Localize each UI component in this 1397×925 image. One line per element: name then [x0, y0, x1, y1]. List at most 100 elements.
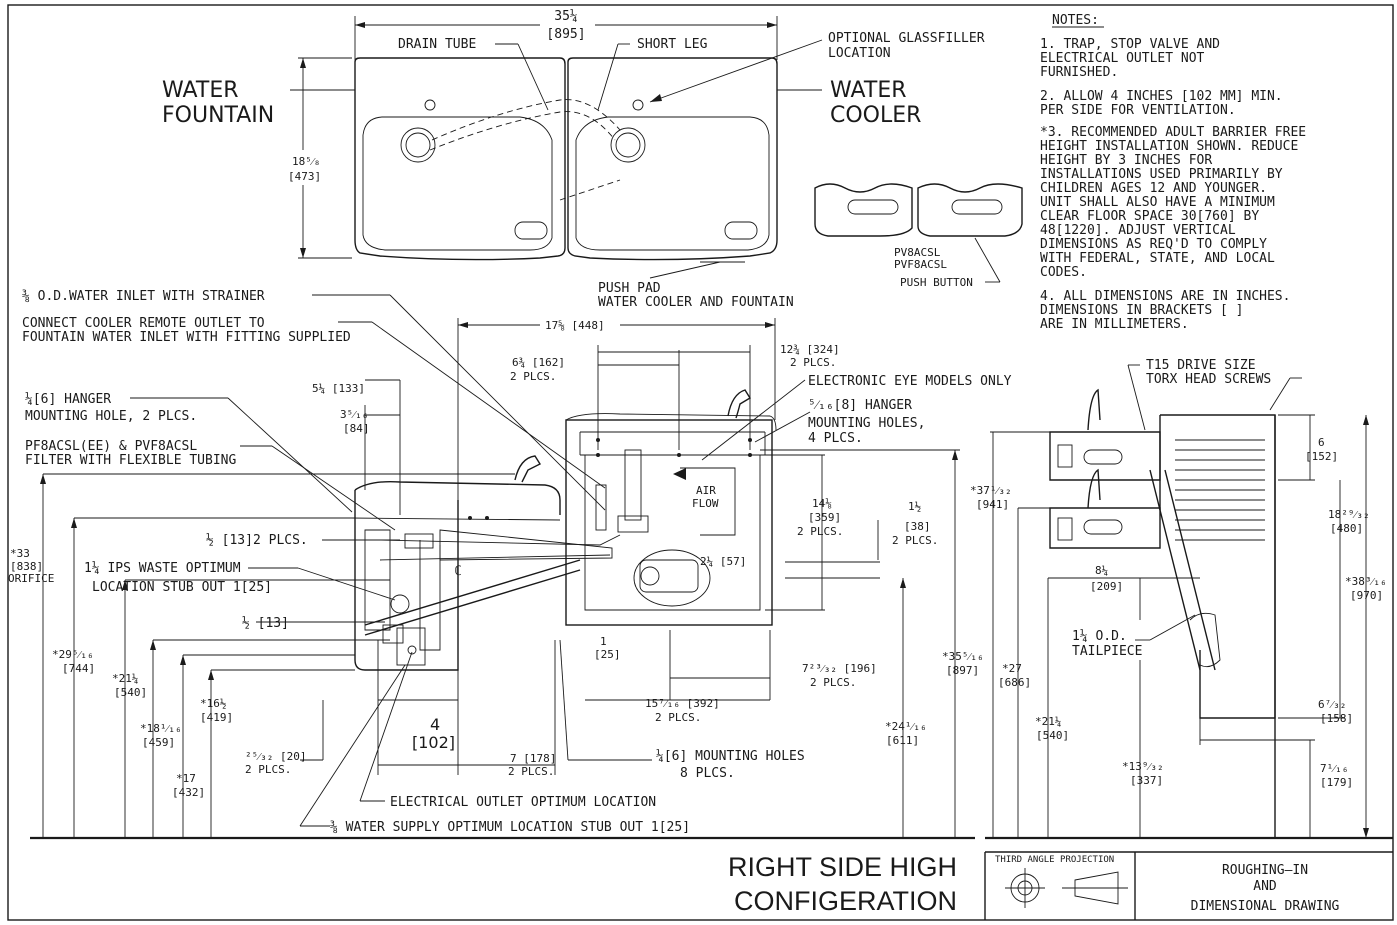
top-height-dim: 18⁵⁄₈ — [292, 155, 320, 168]
third-angle-projection-symbol — [1005, 868, 1128, 908]
side-dim-text: [209] — [1090, 580, 1123, 593]
dim-text: [897] — [946, 664, 979, 677]
dim-text: [102] — [412, 733, 455, 752]
callout-waste-2: LOCATION STUB OUT 1[25] — [92, 580, 272, 595]
dim-text: ORIFICE — [8, 572, 54, 585]
note-line: ELECTRICAL OUTLET NOT — [1040, 51, 1205, 66]
drawing-title-line1: ROUGHING—IN — [1222, 863, 1308, 878]
dim-text: *35⁵⁄₁₆ — [942, 650, 984, 663]
dim-text: *29⁵⁄₁₆ — [52, 648, 94, 661]
config-title-line2: CONFIGERATION — [734, 886, 957, 916]
config-title-line1: RIGHT SIDE HIGH — [728, 852, 957, 882]
short-leg-label: SHORT LEG — [637, 37, 708, 52]
dim-text: [540] — [114, 686, 147, 699]
push-button-label: PUSH BUTTON — [900, 276, 973, 289]
dim-text: 4 — [430, 715, 440, 734]
dim-text: [25] — [594, 648, 621, 661]
dim-text: 17⅝ [448] — [545, 319, 605, 332]
note-line: CHILDREN AGES 12 AND YOUNGER. — [1040, 181, 1267, 196]
note-line: *3. RECOMMENDED ADULT BARRIER FREE — [1040, 125, 1306, 140]
screws-label-2: TORX HEAD SCREWS — [1146, 372, 1271, 387]
callout-hanger-holes-3: 4 PLCS. — [808, 431, 863, 446]
callout-hanger-holes-1: ⁵⁄₁₆[8] HANGER — [808, 398, 912, 413]
note-line: UNIT SHALL ALSO HAVE A MINIMUM — [1040, 195, 1275, 210]
side-dim-text: 8¼ — [1095, 564, 1108, 577]
top-width-mm: [895] — [546, 27, 585, 42]
push-pad-label-2: WATER COOLER AND FOUNTAIN — [598, 295, 794, 310]
dim-text: [359] — [808, 511, 841, 524]
side-dim-text: 18²⁹⁄₃₂ — [1328, 508, 1370, 521]
dim-text: 2 PLCS. — [790, 356, 836, 369]
dim-text: [38] — [904, 520, 931, 533]
dim-text: [459] — [142, 736, 175, 749]
air-flow-label-1: AIR — [696, 484, 716, 497]
callout-connect-cooler-1: CONNECT COOLER REMOTE OUTLET TO — [22, 316, 265, 331]
dim-text: *17 — [176, 772, 196, 785]
side-view — [985, 364, 1393, 840]
callout-filter-1: PF8ACSL(EE) & PVF8ACSL — [25, 439, 197, 454]
dim-text: *21¼ — [112, 672, 139, 685]
callout-mounting-holes-2: 8 PLCS. — [680, 766, 735, 781]
water-fountain-label-1: WATER — [162, 78, 239, 103]
dim-text: 2 PLCS. — [810, 676, 856, 689]
callout-electrical-outlet: ELECTRICAL OUTLET OPTIMUM LOCATION — [390, 795, 656, 810]
callout-hanger-holes-2: MOUNTING HOLES, — [808, 416, 925, 431]
note-line: 1. TRAP, STOP VALVE AND — [1040, 37, 1220, 52]
dim-text: 2 PLCS. — [508, 765, 554, 778]
sheet-border — [7, 4, 1394, 921]
dim-text: [744] — [62, 662, 95, 675]
dim-text: 2 PLCS. — [655, 711, 701, 724]
callout-hanger-1: ¼[6] HANGER — [25, 392, 111, 407]
note-line: DIMENSIONS AS REQ'D TO COMPLY — [1040, 237, 1267, 252]
note-line: PER SIDE FOR VENTILATION. — [1040, 103, 1236, 118]
dim-text: 3⁵⁄₁₆ — [340, 408, 368, 421]
note-line: CODES. — [1040, 265, 1087, 280]
callout-electronic-eye: ELECTRONIC EYE MODELS ONLY — [808, 374, 1012, 389]
side-dim-text: *21¼ — [1035, 715, 1062, 728]
drawing-title-line3: DIMENSIONAL DRAWING — [1191, 899, 1340, 914]
tailpiece-label-1: 1¼ O.D. — [1072, 629, 1127, 644]
dim-text: 7²³⁄₃₂ [196] — [802, 662, 877, 675]
top-width-dim: 35¼ — [554, 9, 578, 24]
water-fountain-label-2: FOUNTAIN — [162, 103, 274, 128]
side-dim-text: [152] — [1305, 450, 1338, 463]
note-line: INSTALLATIONS USED PRIMARILY BY — [1040, 167, 1283, 182]
side-dim-text: 7¹⁄₁₆ — [1320, 762, 1348, 775]
dim-text: 12¾ [324] — [780, 343, 840, 356]
dim-text: 6¾ [162] — [512, 356, 565, 369]
dim-text: *18¹⁄₁₆ — [140, 722, 182, 735]
side-dim-text: [540] — [1036, 729, 1069, 742]
top-height-mm: [473] — [288, 170, 321, 183]
side-dim-text: [941] — [976, 498, 1009, 511]
glassfiller-label-1: OPTIONAL GLASSFILLER — [828, 31, 985, 46]
side-dim-text: 6 — [1318, 436, 1325, 449]
dim-text: *16½ — [200, 697, 227, 710]
callout-connect-cooler-2: FOUNTAIN WATER INLET WITH FITTING SUPPLI… — [22, 330, 351, 345]
dim-text: ²⁵⁄₃₂ [20] — [245, 750, 306, 763]
tailpiece-label-2: TAILPIECE — [1072, 644, 1142, 659]
callout-half-inch-2plcs: ½ [13]2 PLCS. — [206, 533, 308, 548]
dim-text: 2 PLCS. — [245, 763, 291, 776]
note-line: WITH FEDERAL, STATE, AND LOCAL — [1040, 251, 1275, 266]
dim-text: [84] — [343, 422, 370, 435]
note-line: 2. ALLOW 4 INCHES [102 MM] MIN. — [1040, 89, 1283, 104]
callout-mounting-holes-1: ¼[6] MOUNTING HOLES — [656, 749, 805, 764]
dim-text: 2 PLCS. — [797, 525, 843, 538]
note-line: HEIGHT BY 3 INCHES FOR — [1040, 153, 1212, 168]
callout-waste-1: 1¼ IPS WASTE OPTIMUM — [84, 561, 241, 576]
callout-filter-2: FILTER WITH FLEXIBLE TUBING — [25, 453, 236, 468]
notes-header: NOTES: — [1052, 13, 1099, 28]
side-dim-text: [480] — [1330, 522, 1363, 535]
dim-text: 5¼ [133] — [312, 382, 365, 395]
side-dim-text: *13⁹⁄₃₂ — [1122, 760, 1164, 773]
projection-label: THIRD ANGLE PROJECTION — [995, 855, 1114, 865]
dim-text: 7 [178] — [510, 752, 556, 765]
dim-text: [611] — [886, 734, 919, 747]
note-line: FURNISHED. — [1040, 65, 1118, 80]
dim-text: 2¼ [57] — [700, 555, 746, 568]
drain-tube-label: DRAIN TUBE — [398, 37, 476, 52]
note-line: 4. ALL DIMENSIONS ARE IN INCHES. — [1040, 289, 1290, 304]
side-dim-text: [337] — [1130, 774, 1163, 787]
side-dim-text: [179] — [1320, 776, 1353, 789]
